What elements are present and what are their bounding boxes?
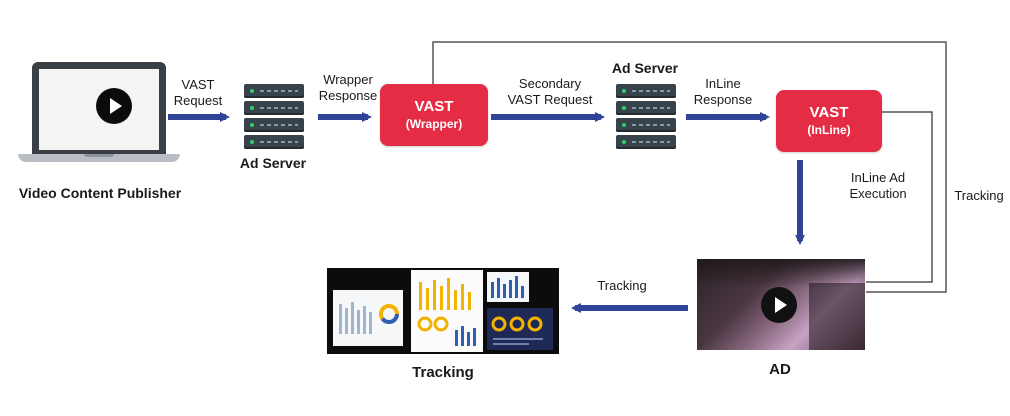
play-icon bbox=[761, 287, 797, 323]
tracking-dashboard-image bbox=[327, 268, 559, 354]
ad-server-label-2: Ad Server bbox=[611, 60, 679, 76]
tracking-output-label: Tracking bbox=[412, 364, 474, 381]
vast-inline-box: VAST (InLine) bbox=[776, 90, 882, 152]
ad-server-label-1: Ad Server bbox=[239, 155, 307, 171]
ad-video-thumbnail bbox=[697, 259, 865, 350]
vast-wrapper-box: VAST (Wrapper) bbox=[380, 84, 488, 146]
ad-label: AD bbox=[769, 361, 791, 378]
tracking-side-label: Tracking bbox=[954, 188, 1004, 203]
ad-server-icon bbox=[616, 84, 676, 152]
play-icon bbox=[96, 88, 132, 124]
publisher-label: Video Content Publisher bbox=[18, 185, 182, 201]
tracking-arrow-label: Tracking bbox=[597, 278, 647, 293]
ad-server-icon bbox=[244, 84, 304, 152]
tracking-loop-outer bbox=[432, 41, 947, 293]
tracking-loop-inner bbox=[866, 111, 933, 283]
laptop-icon bbox=[18, 62, 180, 162]
